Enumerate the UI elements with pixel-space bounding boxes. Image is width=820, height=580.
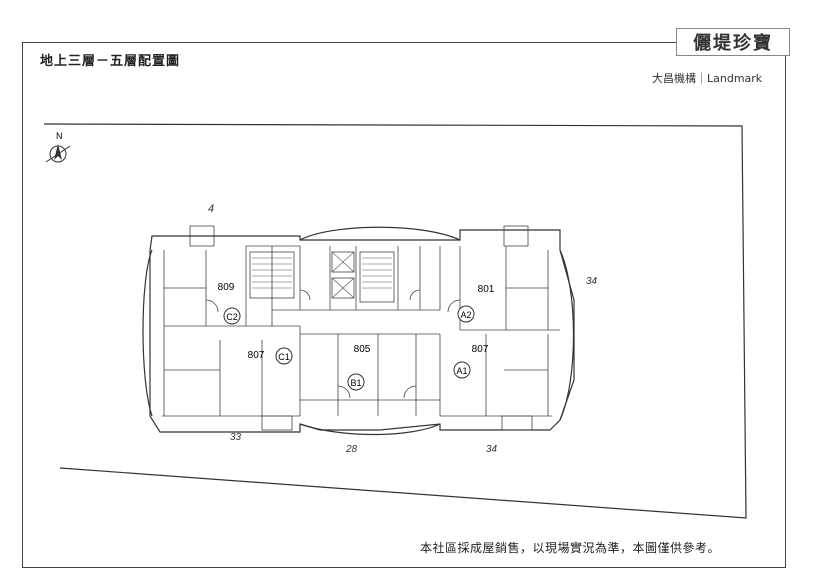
- interior-walls: [162, 225, 560, 431]
- unit-marker-A1: A1 807: [453, 344, 489, 379]
- handwritten-notes: 4 34 33 28 34: [208, 203, 598, 455]
- disclaimer-text: 本社區採成屋銷售，以現場實況為準，本圖僅供參考。: [420, 541, 721, 555]
- unit-marker-B1: B1 805: [347, 344, 371, 391]
- note-bottom-left: 33: [230, 432, 242, 443]
- unit-code: C2: [226, 312, 238, 322]
- compass-icon: N: [45, 131, 71, 163]
- unit-code: A1: [456, 366, 467, 376]
- site-boundary: [43, 123, 747, 519]
- note-top: 4: [208, 203, 214, 215]
- note-bottom-mid: 28: [345, 444, 358, 455]
- note-bottom-right: 34: [486, 444, 498, 455]
- page-title: 地上三層－五層配置圖: [40, 54, 181, 69]
- stair-hatching: [252, 251, 392, 299]
- brand-name: 儷堤珍寶: [676, 28, 790, 56]
- unit-number: 809: [218, 282, 235, 293]
- unit-number: 807: [248, 350, 265, 361]
- unit-code: A2: [460, 310, 471, 320]
- unit-code: B1: [350, 378, 361, 388]
- unit-marker-C1: C1 807: [248, 347, 293, 365]
- unit-number: 801: [478, 284, 495, 295]
- unit-number: 805: [354, 344, 371, 355]
- unit-code: C1: [278, 352, 290, 362]
- building-outline: [142, 226, 575, 436]
- north-label: N: [56, 131, 63, 141]
- brand-subtitle: 大昌機構｜Landmark: [652, 72, 763, 85]
- note-right: 34: [586, 276, 598, 287]
- drawing-frame: [22, 42, 786, 568]
- unit-marker-C2: C2 809: [218, 282, 241, 325]
- unit-marker-A2: A2 801: [457, 284, 495, 323]
- unit-number: 807: [472, 344, 489, 355]
